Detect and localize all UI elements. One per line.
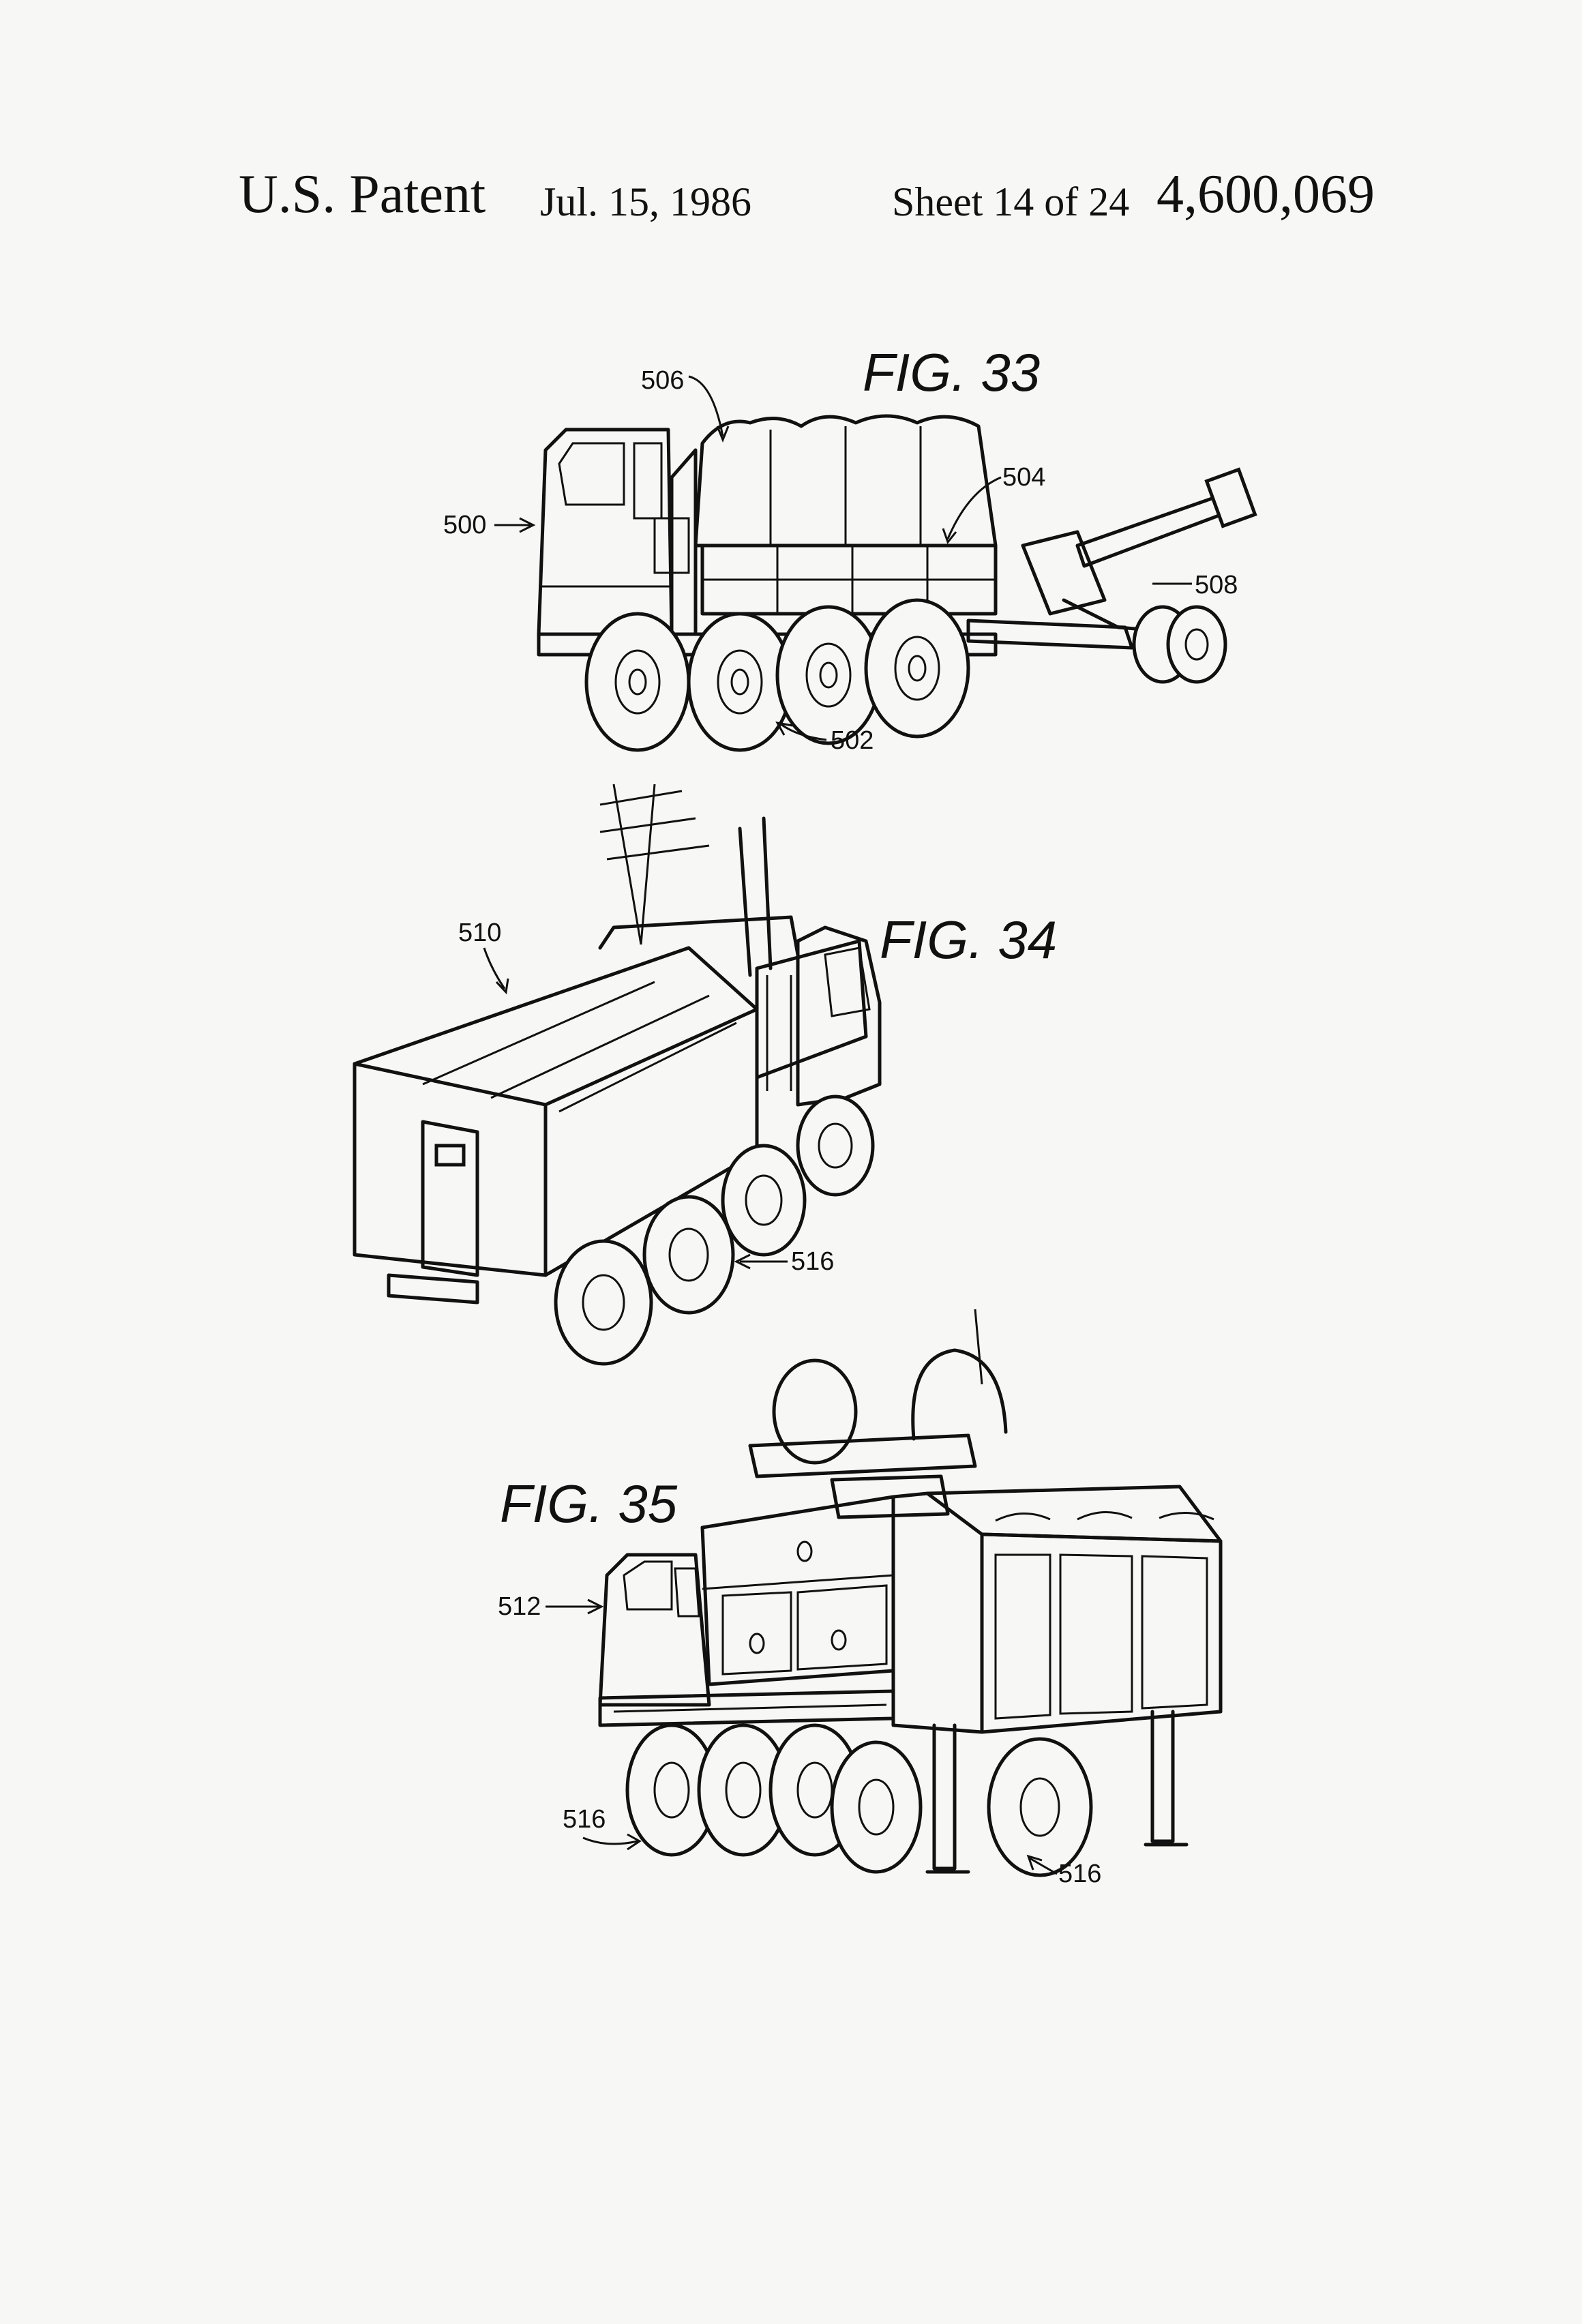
ref-516-fig35-rear: 516	[1058, 1860, 1101, 1888]
ref-500: 500	[443, 511, 486, 539]
fig-35-drawing	[598, 1309, 1223, 1877]
fig-34-label: FIG. 34	[880, 910, 1057, 970]
ref-516-fig35-front: 516	[563, 1805, 606, 1834]
ref-504: 504	[1002, 463, 1045, 492]
patent-number: 4,600,069	[1156, 164, 1375, 224]
ref-510: 510	[458, 919, 501, 947]
ref-502: 502	[831, 726, 874, 755]
fig-33-refs: 506 504 500 508 502	[443, 366, 1238, 755]
fig-35-label: FIG. 35	[500, 1474, 678, 1534]
sheet-number: Sheet 14 of 24	[892, 179, 1130, 224]
fig-33-label: FIG. 33	[863, 342, 1040, 402]
fig-33-drawing	[537, 414, 1257, 752]
fig-34-refs: 510 516	[458, 919, 834, 1276]
ref-508: 508	[1195, 571, 1238, 599]
fig-35-refs: 512 516 516	[498, 1592, 1101, 1888]
patent-label: U.S. Patent	[239, 164, 486, 224]
ref-512: 512	[498, 1592, 541, 1621]
fig-34-drawing	[353, 784, 882, 1366]
ref-516-fig34: 516	[791, 1247, 834, 1276]
patent-date: Jul. 15, 1986	[540, 179, 752, 224]
ref-506: 506	[641, 366, 684, 395]
